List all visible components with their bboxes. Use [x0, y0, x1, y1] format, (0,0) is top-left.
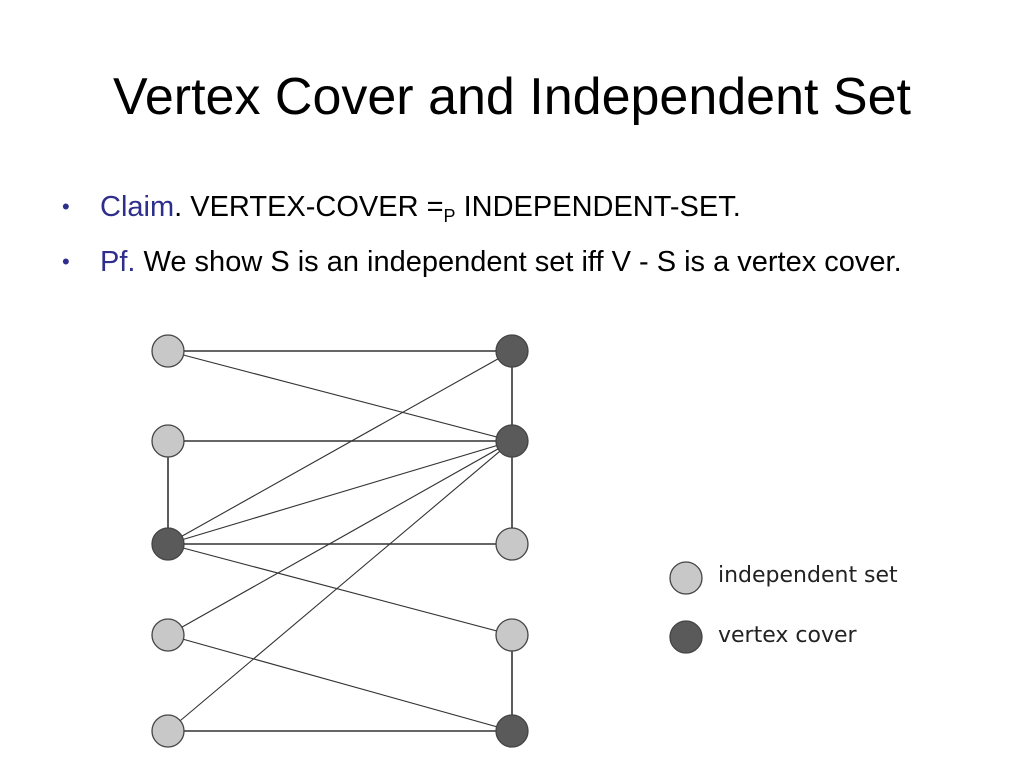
node-L2-independent: [151, 424, 185, 458]
bullet-claim: • Claim. VERTEX-COVER =P INDEPENDENT-SET…: [62, 186, 962, 237]
edge-L1-R2: [167, 350, 513, 442]
node-L1-independent: [151, 334, 185, 368]
edge-L5-R2: [167, 440, 513, 732]
claim-subscript: P: [443, 206, 456, 226]
edge-L3-R4: [167, 543, 513, 636]
claim-period: .: [174, 191, 183, 223]
bullet-list: • Claim. VERTEX-COVER =P INDEPENDENT-SET…: [62, 186, 962, 287]
claim-label: Claim: [100, 191, 175, 223]
proof-label: Pf.: [100, 246, 136, 278]
edge-L3-R1: [167, 350, 513, 545]
legend-label-independent: independent set: [718, 563, 898, 588]
node-R5-cover: [495, 714, 529, 748]
node-L4-independent: [151, 618, 185, 652]
node-L5-independent: [151, 714, 185, 748]
legend-swatch-independent: [669, 561, 703, 595]
node-R3-independent: [495, 527, 529, 561]
edge-L4-R5: [167, 634, 513, 732]
node-R1-cover: [495, 334, 529, 368]
edge-L3-R2: [167, 440, 513, 545]
slide-title: Vertex Cover and Independent Set: [113, 68, 911, 126]
legend-label-cover: vertex cover: [718, 623, 857, 648]
node-L3-cover: [151, 527, 185, 561]
edge-L4-R2: [167, 440, 513, 636]
claim-text-b: INDEPENDENT-SET.: [455, 191, 741, 223]
proof-text: We show S is an independent set iff V - …: [135, 246, 902, 278]
bullet-marker: •: [62, 249, 70, 274]
legend-swatch-cover: [669, 620, 703, 654]
node-R4-independent: [495, 618, 529, 652]
node-R2-cover: [495, 424, 529, 458]
claim-text-a: VERTEX-COVER =: [182, 191, 444, 223]
bullet-marker: •: [62, 194, 70, 219]
bullet-proof: • Pf. We show S is an independent set if…: [62, 241, 962, 283]
